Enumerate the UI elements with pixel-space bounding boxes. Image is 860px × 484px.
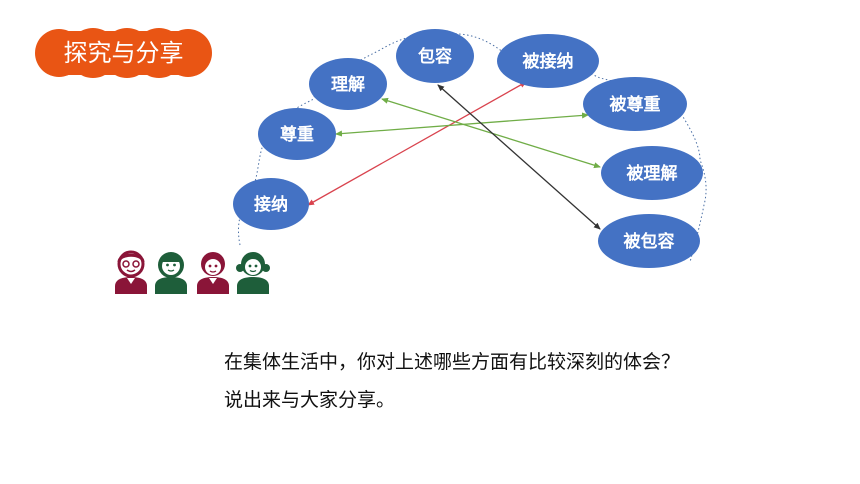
title-cloud-shape — [35, 28, 212, 78]
node-jiena: 接纳 — [233, 178, 309, 230]
node-lijie: 理解 — [309, 58, 387, 110]
question-line-1: 在集体生活中，你对上述哪些方面有比较深刻的体会？ — [224, 351, 681, 373]
node-bei-baorong: 被包容 — [598, 214, 700, 268]
question-line-2: 说出来与大家分享。 — [224, 389, 396, 411]
node-bei-lijie: 被理解 — [601, 146, 703, 200]
arrow-baorong-bei-baorong — [437, 84, 601, 230]
section-title-badge: 探究与分享 — [35, 28, 212, 78]
node-bei-jiena: 被接纳 — [497, 34, 599, 88]
node-baorong-label: 包容 — [418, 46, 452, 67]
person-man-icon — [197, 252, 229, 294]
person-elder-man-icon — [115, 250, 147, 294]
node-zunzhong: 尊重 — [258, 108, 336, 160]
node-bei-zunzhong: 被尊重 — [583, 77, 687, 131]
node-jiena-label: 接纳 — [254, 194, 288, 215]
section-title: 探究与分享 — [63, 39, 184, 67]
people-group-icon — [115, 250, 270, 294]
node-bei-baorong-label: 被包容 — [624, 231, 675, 252]
dotted-arc — [237, 33, 707, 263]
node-baorong: 包容 — [396, 29, 474, 83]
person-elder-woman-icon — [155, 252, 187, 294]
discussion-question: 在集体生活中，你对上述哪些方面有比较深刻的体会？ 说出来与大家分享。 — [224, 343, 680, 419]
person-girl-icon — [236, 252, 270, 294]
node-bei-jiena-label: 被接纳 — [523, 51, 574, 72]
node-bei-zunzhong-label: 被尊重 — [610, 94, 661, 115]
node-lijie-label: 理解 — [331, 74, 365, 95]
node-bei-lijie-label: 被理解 — [627, 163, 678, 184]
arrow-lijie-bei-lijie — [381, 97, 601, 169]
node-zunzhong-label: 尊重 — [280, 124, 314, 145]
